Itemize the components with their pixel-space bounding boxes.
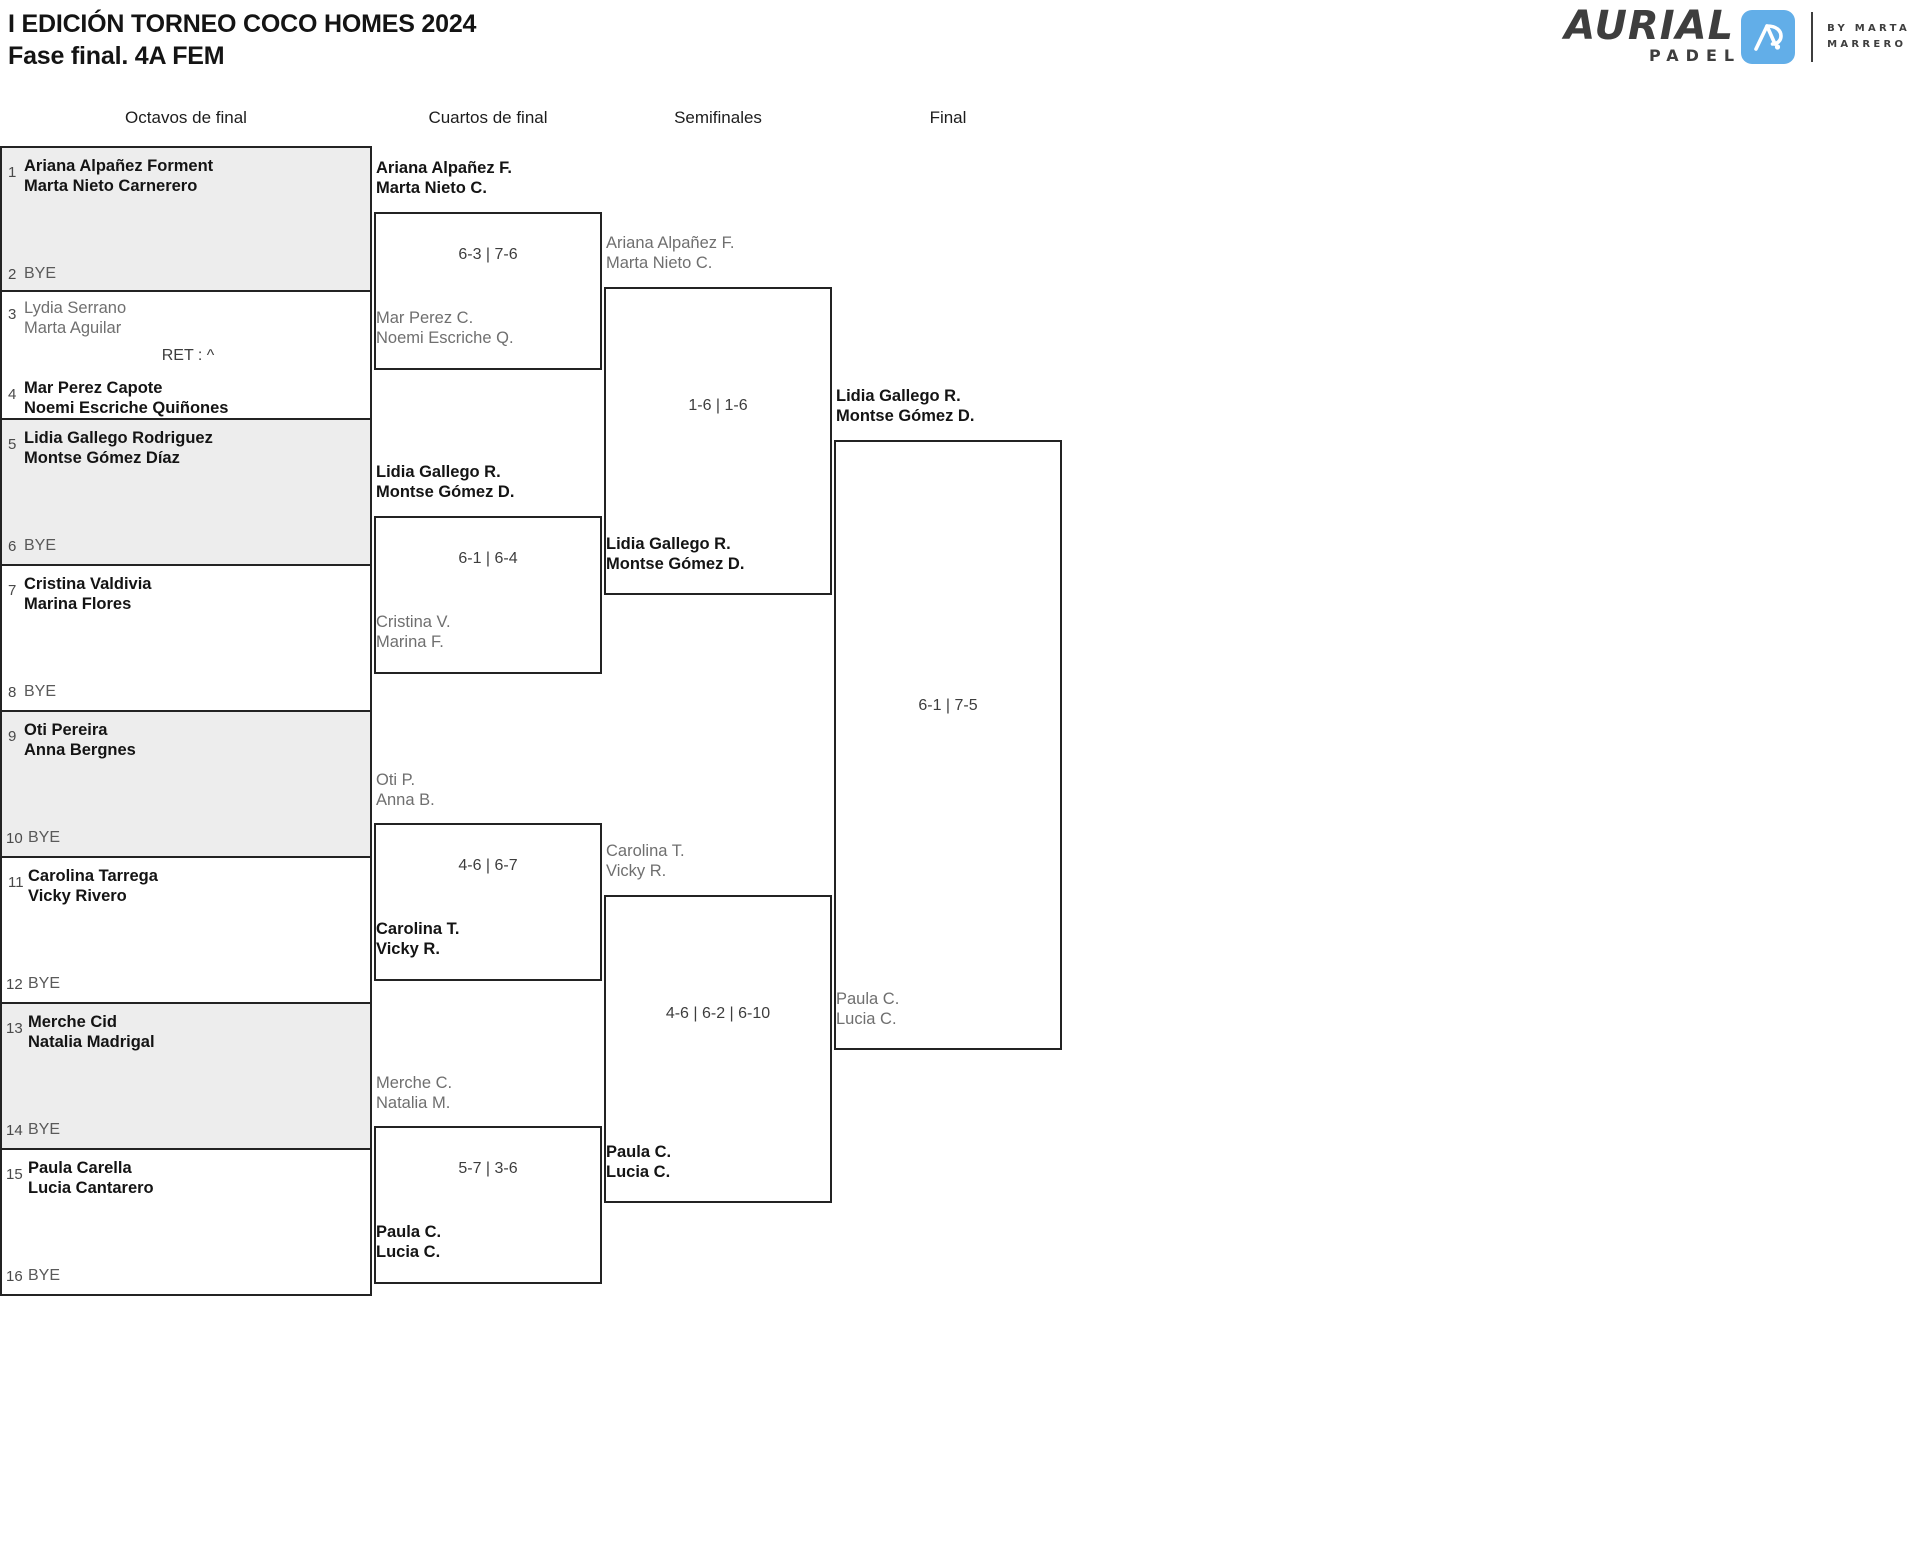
sf1-connector[interactable] [604,287,832,595]
bye-label: BYE [28,1267,61,1284]
seed-number: 2 [8,266,17,283]
seed-number: 13 [6,1020,23,1037]
qf1-bottom-team: Mar Perez C. Noemi Escriche Q. [376,309,514,348]
qf3-bottom-team: Carolina T. Vicky R. [376,920,460,959]
bye-label: BYE [24,683,57,700]
bye-label: BYE [28,1121,61,1138]
qf3-connector[interactable] [374,823,602,981]
seed-number: 3 [8,306,17,323]
logo-brand-text: AURIAL [1564,3,1735,50]
logo-divider [1811,12,1814,62]
qf3-score: 4-6 | 6-7 [458,857,518,874]
team-name: Lydia Serrano Marta Aguilar [24,299,127,338]
qf1-score: 6-3 | 7-6 [458,246,518,263]
tournament-title: I EDICIÓN TORNEO COCO HOMES 2024 [8,10,477,38]
final-connector[interactable] [834,440,1062,1050]
aurial-padel-logo: AURIAL PADEL BY MARTA MARRERO [1564,4,1910,70]
sf1-score: 1-6 | 1-6 [688,397,748,414]
team-name: Ariana Alpañez Forment Marta Nieto Carne… [24,157,214,196]
seed-number: 6 [8,538,17,555]
final-top-team: Lidia Gallego R. Montse Gómez D. [836,387,975,426]
logo-byline-2: MARRERO [1827,39,1907,50]
seed-number: 4 [8,386,17,403]
qf2-score: 6-1 | 6-4 [458,550,518,567]
final-bottom-team: Paula C. Lucia C. [836,990,900,1029]
team-name: Carolina Tarrega Vicky Rivero [28,867,158,906]
round-header-semifinales: Semifinales [674,108,762,127]
seed-number: 5 [8,436,17,453]
r16-match-6[interactable]: 11 Carolina Tarrega Vicky Rivero 12 BYE [0,858,372,1004]
bye-label: BYE [24,537,57,554]
seed-number: 8 [8,684,17,701]
seed-number: 7 [8,582,17,599]
qf1-connector[interactable] [374,212,602,370]
team-name: Cristina Valdivia Marina Flores [24,575,152,614]
qf4-score: 5-7 | 3-6 [458,1160,518,1177]
qf4-connector[interactable] [374,1126,602,1284]
team-name: Lidia Gallego Rodriguez Montse Gómez Día… [24,429,213,468]
r16-match-8[interactable]: 15 Paula Carella Lucia Cantarero 16 BYE [0,1150,372,1296]
r16-match-5[interactable]: 9 Oti Pereira Anna Bergnes 10 BYE [0,712,372,858]
qf2-connector[interactable] [374,516,602,674]
qf3-top-team: Oti P. Anna B. [376,771,435,810]
seed-number: 15 [6,1166,23,1183]
seed-number: 12 [6,976,23,993]
r16-match-7[interactable]: 13 Merche Cid Natalia Madrigal 14 BYE [0,1004,372,1150]
sf2-score: 4-6 | 6-2 | 6-10 [665,1005,771,1022]
sf2-connector[interactable] [604,895,832,1203]
qf2-top-team: Lidia Gallego R. Montse Gómez D. [376,463,515,502]
qf2-bottom-team: Cristina V. Marina F. [376,613,451,652]
team-name: Mar Perez Capote Noemi Escriche Quiñones [24,379,229,418]
ap-monogram-icon [1741,10,1796,64]
bye-label: BYE [28,975,61,992]
team-name: Paula Carella Lucia Cantarero [28,1159,154,1198]
r16-match-3[interactable]: 5 Lidia Gallego Rodriguez Montse Gómez D… [0,420,372,566]
sf2-bottom-team: Paula C. Lucia C. [606,1143,672,1182]
match-note: RET : ^ [161,347,215,364]
tournament-subtitle: Fase final. 4A FEM [8,42,225,70]
r16-match-4[interactable]: 7 Cristina Valdivia Marina Flores 8 BYE [0,566,372,712]
page-title: I EDICIÓN TORNEO COCO HOMES 2024 Fase fi… [8,8,476,72]
final-score: 6-1 | 7-5 [918,697,978,714]
seed-number: 10 [6,830,23,847]
seed-number: 11 [8,874,24,891]
sf2-top-team: Carolina T. Vicky R. [606,842,685,881]
seed-number: 14 [6,1122,23,1139]
logo-sub-text: PADEL [1649,45,1742,65]
round-header-final: Final [929,108,967,127]
bye-label: BYE [28,829,61,846]
seed-number: 9 [8,728,17,745]
seed-number: 16 [6,1268,23,1285]
qf4-top-team: Merche C. Natalia M. [376,1074,453,1113]
qf4-bottom-team: Paula C. Lucia C. [376,1223,442,1262]
bye-label: BYE [24,265,57,282]
logo-byline-1: BY MARTA [1827,22,1910,34]
r16-match-1[interactable]: 1 Ariana Alpañez Forment Marta Nieto Car… [0,146,372,292]
r16-match-2[interactable]: 3 Lydia Serrano Marta Aguilar RET : ^ 4 … [0,292,372,420]
team-name: Oti Pereira Anna Bergnes [24,721,136,760]
qf1-top-team: Ariana Alpañez F. Marta Nieto C. [376,159,513,198]
round-header-cuartos: Cuartos de final [428,108,548,127]
logo-byline: BY MARTA MARRERO [1827,21,1910,54]
team-name: Merche Cid Natalia Madrigal [28,1013,155,1052]
sf1-bottom-team: Lidia Gallego R. Montse Gómez D. [606,535,745,574]
seed-number: 1 [8,164,17,181]
round-header-octavos: Octavos de final [125,108,247,127]
sf1-top-team: Ariana Alpañez F. Marta Nieto C. [606,234,735,273]
logo-wordmark: AURIAL PADEL [1564,3,1735,66]
